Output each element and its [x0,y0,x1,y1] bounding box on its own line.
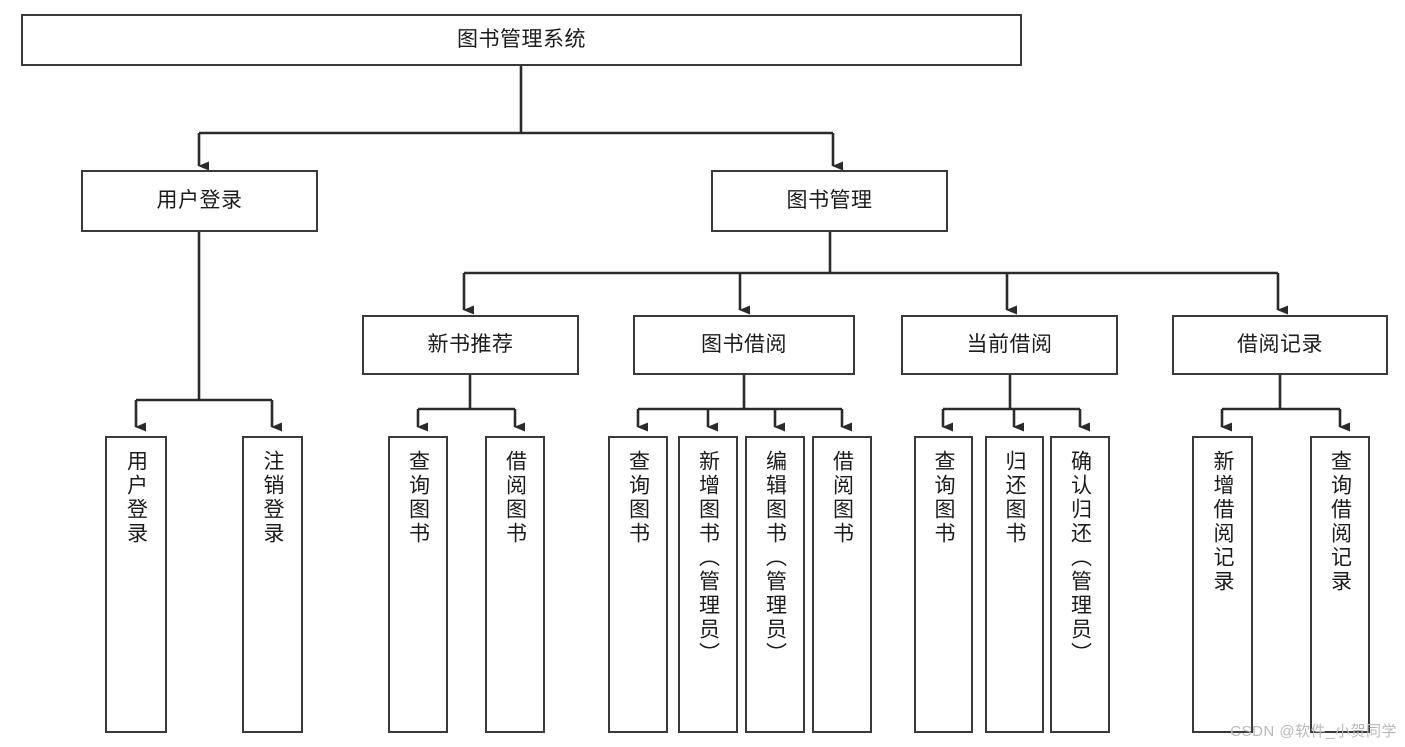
node-leaf-query-book-current[interactable]: 查询图书 [914,436,973,733]
node-leaf-query-borrow-record[interactable]: 查询借阅记录 [1310,436,1370,733]
csdn-watermark: CSDN @软件_小贺同学 [1230,723,1397,740]
node-label: 新书推荐 [427,332,514,356]
node-label: 查询图书 [932,450,955,546]
node-label: 新增借阅记录 [1211,450,1234,594]
node-leaf-user-login[interactable]: 用户登录 [105,436,167,733]
node-book-management[interactable]: 图书管理 [711,170,948,232]
node-book-borrow[interactable]: 图书借阅 [633,315,855,375]
node-label: 编辑图书（管理员） [763,450,787,666]
node-label: 确认归还（管理员） [1068,450,1092,666]
node-label: 当前借阅 [966,332,1053,356]
node-leaf-edit-book-admin[interactable]: 编辑图书（管理员） [745,436,805,733]
node-root-system[interactable]: 图书管理系统 [21,14,1022,66]
node-leaf-query-book-recommend[interactable]: 查询图书 [388,436,448,733]
node-leaf-add-book-admin[interactable]: 新增图书（管理员） [678,436,738,733]
node-label: 图书管理 [786,188,873,212]
node-label: 用户登录 [124,450,148,546]
node-leaf-return-book[interactable]: 归还图书 [985,436,1044,733]
node-new-book-recommend[interactable]: 新书推荐 [362,315,579,375]
node-current-borrow[interactable]: 当前借阅 [901,315,1118,375]
node-leaf-query-book-borrow[interactable]: 查询图书 [608,436,668,733]
node-label: 查询借阅记录 [1328,450,1352,594]
node-label: 图书借阅 [701,332,787,356]
node-label: 查询图书 [626,450,650,546]
node-borrow-record[interactable]: 借阅记录 [1172,315,1388,375]
node-label: 图书管理系统 [457,27,586,51]
node-leaf-logout-login[interactable]: 注销登录 [242,436,303,733]
node-label: 借阅图书 [503,450,527,546]
node-leaf-add-borrow-record[interactable]: 新增借阅记录 [1192,436,1253,733]
node-leaf-confirm-return-admin[interactable]: 确认归还（管理员） [1050,436,1110,733]
node-leaf-borrow-book-recommend[interactable]: 借阅图书 [485,436,545,733]
node-label: 注销登录 [261,450,284,546]
node-label: 借阅图书 [830,450,854,546]
node-label: 用户登录 [156,188,243,212]
node-user-login[interactable]: 用户登录 [81,170,318,232]
node-label: 归还图书 [1003,450,1026,546]
node-label: 查询图书 [406,450,430,546]
node-label: 借阅记录 [1237,332,1323,356]
node-leaf-borrow-book[interactable]: 借阅图书 [812,436,872,733]
node-label: 新增图书（管理员） [696,450,720,666]
